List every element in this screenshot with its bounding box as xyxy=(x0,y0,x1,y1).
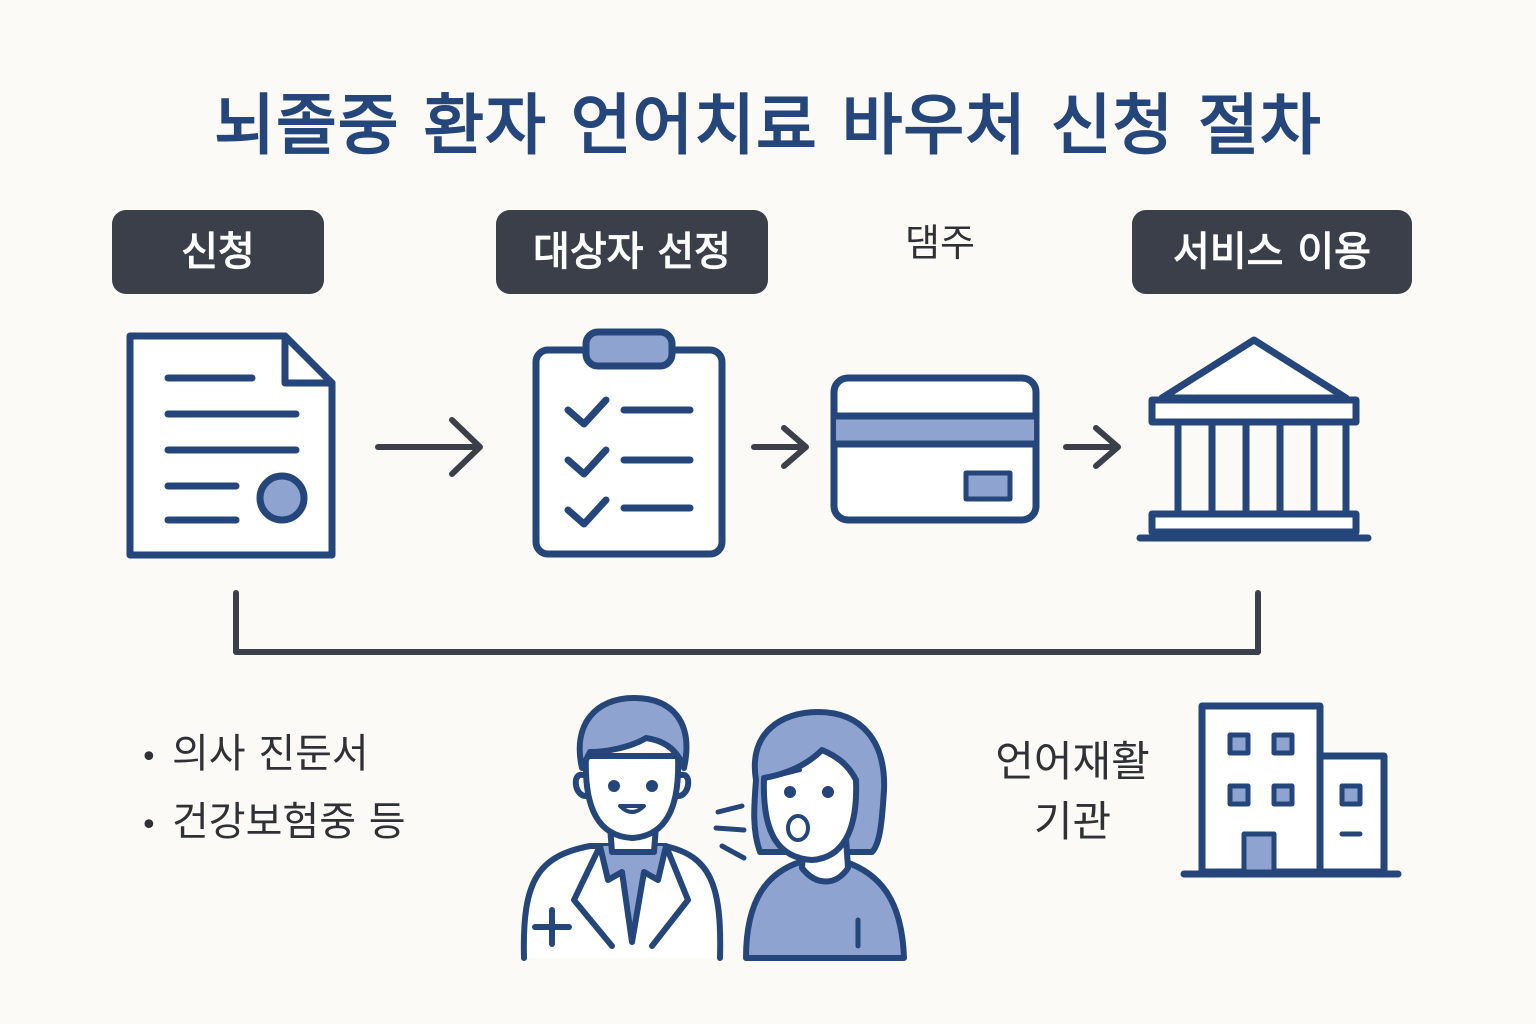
organization-label-line2: 기관 xyxy=(1033,797,1112,846)
office-building-icon xyxy=(1180,702,1402,878)
doctor-patient-consultation-icon xyxy=(520,695,907,961)
clipboard-checklist-icon xyxy=(532,328,726,558)
credit-card-icon xyxy=(830,374,1040,524)
document-icon xyxy=(126,332,336,559)
organization-label-line1: 언어재활 xyxy=(995,737,1150,786)
bullet-icon: • xyxy=(140,740,158,775)
organization-label: 언어재활 기관 xyxy=(965,732,1180,852)
document-item-label: 건강보험중 등 xyxy=(172,799,406,845)
list-item: • 의사 진둔서 xyxy=(140,722,406,790)
document-item-label: 의사 진둔서 xyxy=(172,731,369,777)
step-label-apply: 신청 xyxy=(112,210,324,294)
institution-building-icon xyxy=(1136,336,1372,542)
arrow-right-icon xyxy=(375,417,483,477)
step-label-selection: 대상자 선정 xyxy=(496,210,768,294)
step-label-voucher: 댐주 xyxy=(905,221,975,265)
arrow-right-icon xyxy=(751,425,809,469)
bracket-connector xyxy=(233,590,1261,655)
step-label-service-use: 서비스 이용 xyxy=(1132,210,1412,294)
page-title: 뇌졸중 환자 언어치료 바우처 신청 절차 xyxy=(214,87,1322,164)
required-documents-list: • 의사 진둔서 • 건강보험중 등 xyxy=(140,722,406,858)
list-item: • 건강보험중 등 xyxy=(140,790,406,858)
arrow-right-icon xyxy=(1063,425,1121,469)
bullet-icon: • xyxy=(140,808,158,843)
